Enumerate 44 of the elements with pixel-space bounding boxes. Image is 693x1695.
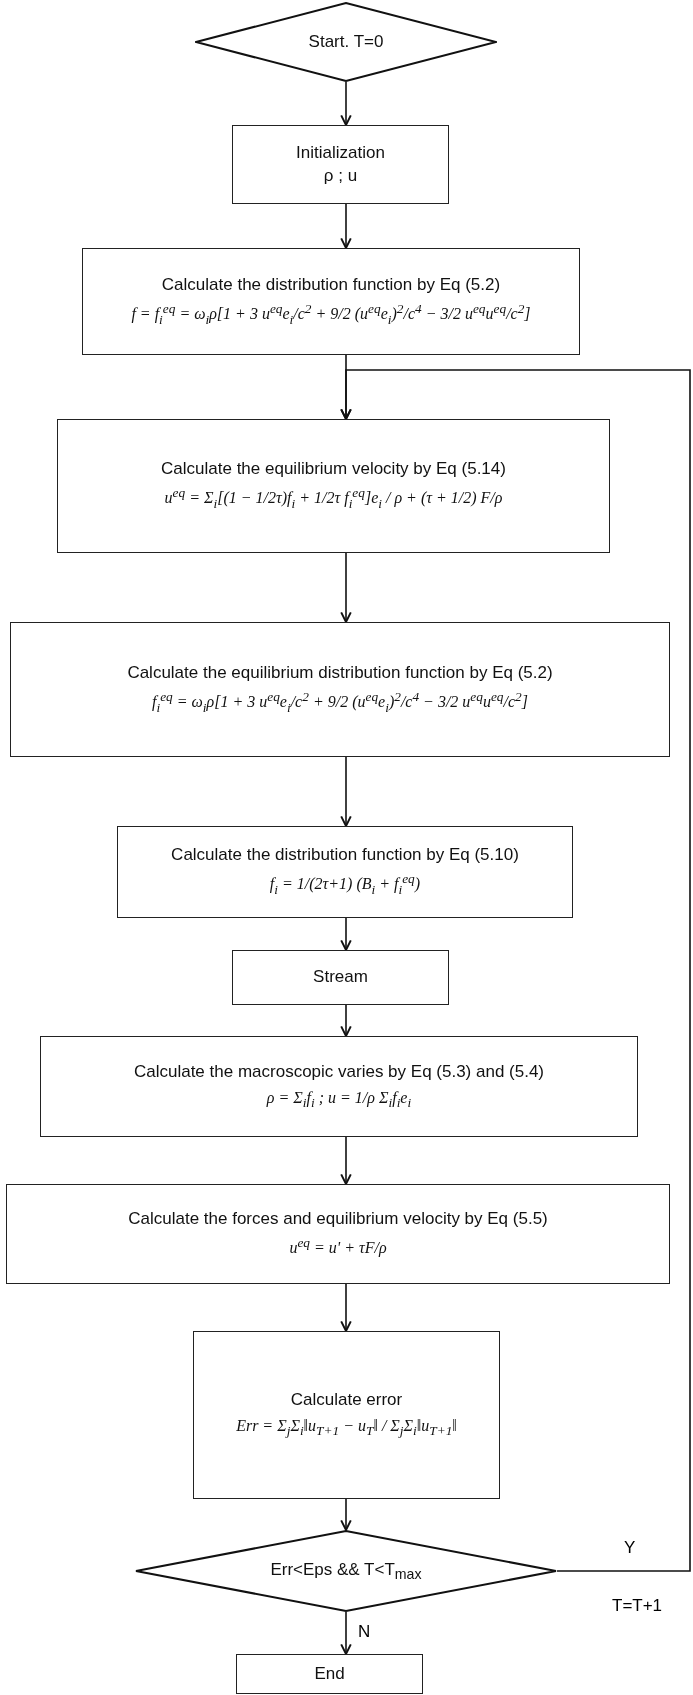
arrow	[340, 1136, 352, 1185]
process-box	[236, 1654, 423, 1694]
formula: f$_{i}$ = 1/(2τ+1) (B$_{i}$ + f$_{i}$$^{eq}$)	[269, 870, 421, 899]
formula: u$^{eq}$ = Σ$_{i}$[(1 − 1/2τ)f$_{i}$ + 1/2τ f$_{i}$$^{eq}$]e$_{i}$ / ρ + (τ + 1/2) F/ρ	[164, 484, 503, 513]
step-title: Calculate the equilibrium velocity by Eq (5.14)	[161, 458, 506, 481]
loop-note: T=T+1	[612, 1596, 663, 1616]
arrow	[340, 369, 691, 1572]
start-diamond	[195, 2, 497, 82]
formula: ρ ; u	[323, 164, 358, 187]
step-title: End	[314, 1662, 345, 1685]
process-box	[232, 950, 449, 1005]
arrow	[340, 1004, 352, 1037]
arrow	[340, 917, 352, 951]
arrow	[340, 203, 352, 249]
arrow	[340, 552, 352, 623]
step-title: Start. T=0	[308, 30, 384, 53]
step-title: Calculate error	[290, 1389, 403, 1412]
step-title: Calculate the distribution function by Eq (5.10)	[171, 844, 519, 867]
process-box	[6, 1184, 670, 1284]
arrow	[340, 1283, 352, 1332]
process-box	[40, 1036, 638, 1137]
formula: u$^{eq}$ = u' + τF/ρ	[289, 1234, 387, 1259]
process-box	[57, 419, 610, 553]
process-box	[193, 1331, 500, 1499]
arrow	[340, 1498, 352, 1531]
step-title: Stream	[313, 966, 368, 989]
step-title: Calculate the forces and equilibrium velocity by Eq (5.5)	[128, 1208, 548, 1231]
step-title: Err<Eps && T<T$_{max}$	[270, 1558, 422, 1584]
step-title: Calculate the macroscopic varies by Eq (5.3) and (5.4)	[133, 1060, 545, 1083]
process-box	[82, 248, 580, 355]
process-box	[232, 125, 449, 204]
decision-diamond	[135, 1530, 557, 1612]
formula: f$_{i}$$^{eq}$ = ω$_{i}$ρ[1 + 3 u$^{eq}$e$_{i}$/c$^{2}$ + 9/2 (u$^{eq}$e$_{i}$)$^{2}$/c$^{4}$ − 3/2 u$^{eq}$u$^{eq}$/c$^{2}$]	[152, 687, 528, 717]
step-title: Calculate the equilibrium distribution function by Eq (5.2)	[127, 661, 553, 684]
formula: f = f$_{i}$$^{eq}$ = ω$_{i}$ρ[1 + 3 u$^{eq}$e$_{i}$/c$^{2}$ + 9/2 (u$^{eq}$e$_{i}$)$^{2}$/c$^{4}$ − 3/2 u$^{eq}$u$^{eq}$/c$^{2}$]	[131, 299, 531, 329]
formula: ρ = Σ$_{i}$f$_{i}$ ; u = 1/ρ Σ$_{i}$f$_{i}$e$_{i}$	[266, 1087, 412, 1112]
arrow	[340, 1611, 352, 1655]
arrow	[340, 81, 352, 126]
process-box	[10, 622, 670, 757]
process-box	[117, 826, 573, 918]
arrow	[340, 756, 352, 827]
step-title: Calculate the distribution function by Eq (5.2)	[161, 273, 501, 296]
step-title: Initialization	[296, 142, 385, 165]
formula: Err = Σ$_{j}$Σ$_{i}$‖u$_{T+1}$ − u$_{T}$‖ / Σ$_{j}$Σ$_{i}$‖u$_{T+1}$‖	[236, 1416, 457, 1441]
